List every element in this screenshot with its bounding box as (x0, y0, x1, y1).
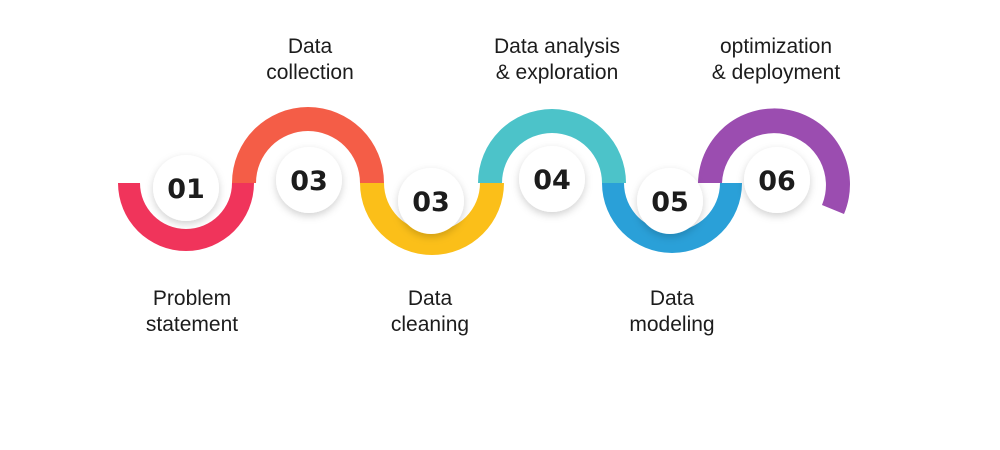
step-label-line: collection (266, 61, 354, 84)
ribbon-segment-5 (602, 183, 742, 253)
step-label-line: modeling (629, 313, 715, 336)
step-marker-6: 06 (744, 147, 810, 213)
step-number-1: 01 (167, 174, 205, 205)
step-number-4: 04 (533, 165, 571, 196)
step-label-optimization-deployment: optimization & deployment (676, 34, 876, 86)
step-label-data-cleaning: Data cleaning (352, 286, 508, 338)
step-marker-3: 03 (398, 168, 464, 234)
ribbon-segment-3 (360, 183, 504, 255)
step-marker-1: 01 (153, 155, 219, 221)
step-marker-2: 03 (276, 147, 342, 213)
step-label-line: statement (145, 313, 239, 336)
step-label-line: & exploration (495, 61, 619, 84)
step-marker-5: 05 (637, 168, 703, 234)
step-label-problem-statement: Problem statement (110, 286, 274, 338)
step-label-line: Data analysis (493, 35, 621, 58)
step-number-2: 03 (290, 166, 328, 197)
step-number-6: 06 (758, 166, 796, 197)
step-label-data-analysis: Data analysis & exploration (452, 34, 662, 86)
ribbon-segment-6 (698, 108, 850, 214)
step-label-line: Data (649, 287, 695, 310)
ribbon-segment-4 (478, 109, 626, 183)
step-label-data-modeling: Data modeling (592, 286, 752, 338)
step-label-line: Problem (152, 287, 232, 310)
step-label-data-collection: Data collection (226, 34, 394, 86)
ribbon-segment-1 (118, 183, 254, 251)
step-label-line: optimization (719, 35, 833, 58)
step-label-line: & deployment (711, 61, 841, 84)
ribbon-segment-2 (232, 107, 384, 183)
step-label-line: Data (287, 35, 333, 58)
step-label-line: Data (407, 287, 453, 310)
step-marker-4: 04 (519, 146, 585, 212)
step-number-5: 05 (651, 187, 689, 218)
step-number-3: 03 (412, 187, 450, 218)
step-label-line: cleaning (390, 313, 470, 336)
